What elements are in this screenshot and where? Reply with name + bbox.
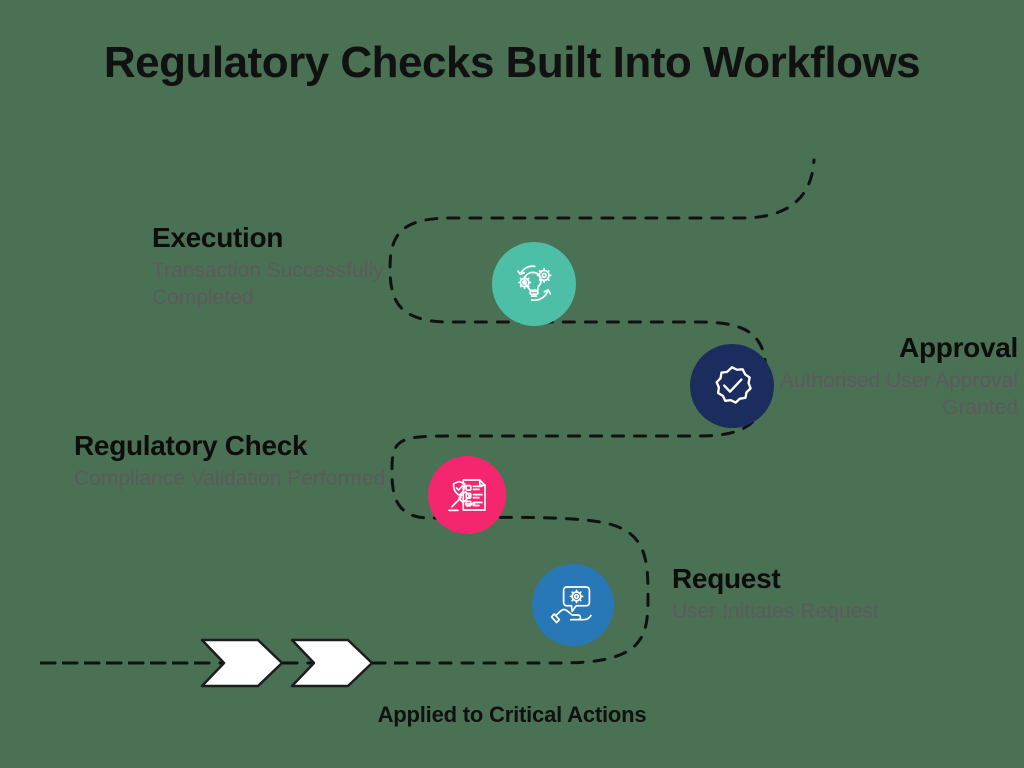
gavel-document-shield-icon xyxy=(448,479,486,512)
step-label-request: Request User Initiates Request xyxy=(672,563,1002,626)
hand-gear-bubble-icon xyxy=(550,586,592,624)
step-heading-approval: Approval xyxy=(899,332,1018,363)
footer-flow-line xyxy=(40,638,430,688)
step-icon-execution[interactable] xyxy=(492,242,576,326)
step-icon-approval[interactable] xyxy=(690,344,774,428)
step-subtitle-request: User Initiates Request xyxy=(672,600,879,624)
step-heading-request: Request xyxy=(672,563,781,594)
step-heading-regulatory-check: Regulatory Check xyxy=(74,430,308,461)
step-label-approval: Approval Authorised User Approval Grante… xyxy=(718,332,1018,421)
step-subtitle-regulatory-check: Compliance Validation Performed xyxy=(74,467,386,491)
dashed-connector-path xyxy=(42,158,816,665)
step-subtitle-execution: Transaction Successfully Completed xyxy=(152,259,384,309)
chevron-arrow-2 xyxy=(290,638,374,688)
verified-badge-check-icon xyxy=(715,366,752,404)
step-icon-request[interactable] xyxy=(532,564,614,646)
chevron-arrow-1 xyxy=(200,638,284,688)
lightbulb-gears-cycle-icon xyxy=(517,265,552,302)
page-title: Regulatory Checks Built Into Workflows xyxy=(103,38,921,87)
step-heading-execution: Execution xyxy=(152,222,284,253)
step-icon-regulatory-check[interactable] xyxy=(428,456,506,534)
step-label-execution: Execution Transaction Successfully Compl… xyxy=(152,222,472,311)
step-label-regulatory-check: Regulatory Check Compliance Validation P… xyxy=(74,430,394,493)
step-subtitle-approval: Authorised User Approval Granted xyxy=(779,369,1018,419)
footer-caption: Applied to Critical Actions xyxy=(377,702,647,727)
